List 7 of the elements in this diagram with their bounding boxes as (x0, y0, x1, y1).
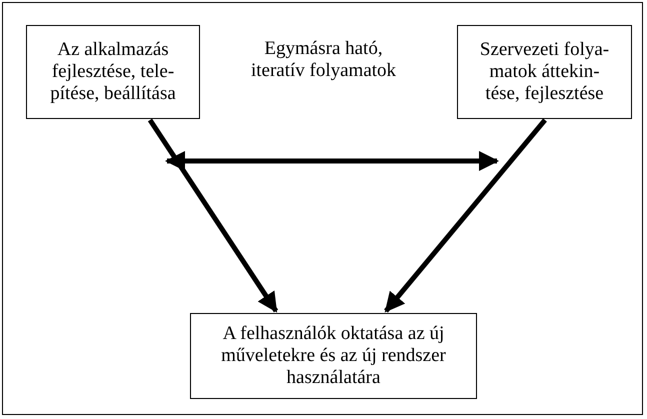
arrow (165, 151, 499, 171)
process-box: Szervezeti folya- matok áttekin- tése, fejlesztése (457, 25, 632, 119)
process-box: A felhasználók oktatása az új műveletekre és az új rendszer használatára (190, 313, 477, 399)
heading-text: Egymásra ható, iteratív folyamatok (250, 38, 398, 82)
process-box: Az alkalmazás fejlesztése, tele- pítése, beállítása (26, 25, 200, 119)
arrow (148, 118, 278, 313)
arrow (384, 118, 547, 313)
